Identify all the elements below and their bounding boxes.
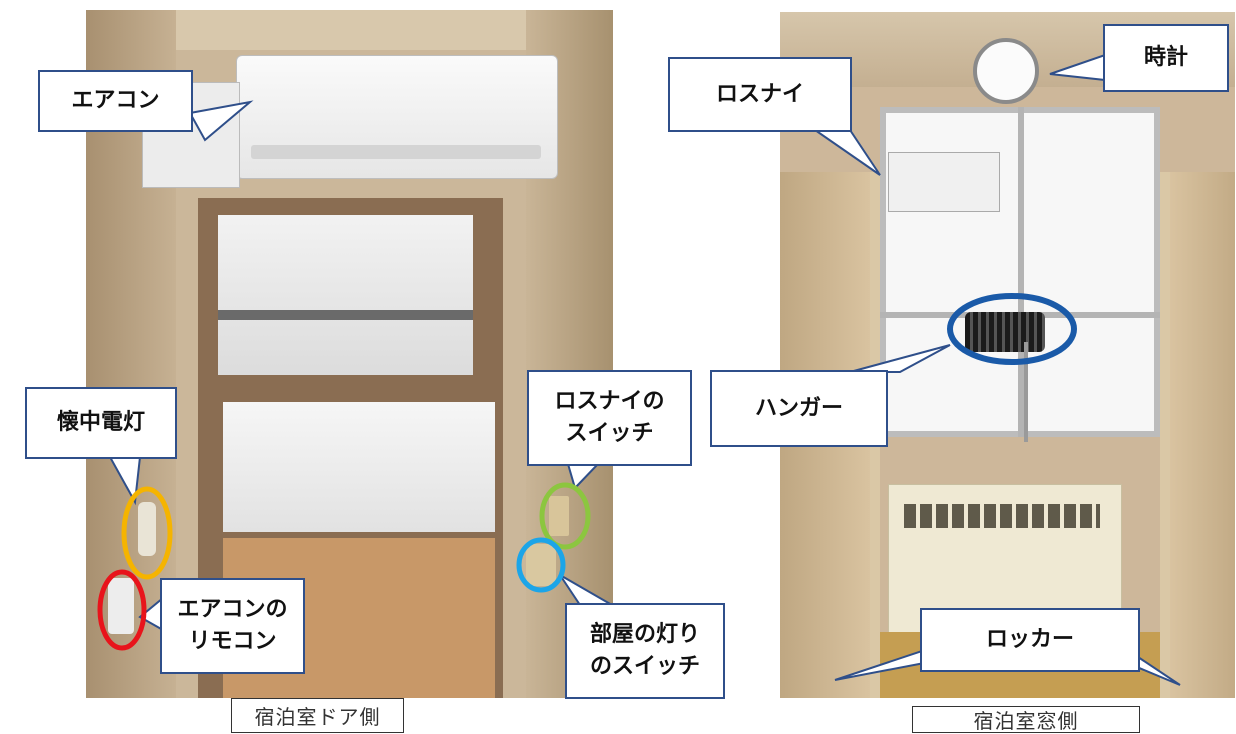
light-switch-marker <box>516 537 566 593</box>
losnay-switch-label-line2: スイッチ <box>565 421 654 446</box>
aircon-callout: エアコン <box>38 70 193 132</box>
window-side-caption: 宿泊室窓側 <box>912 706 1140 733</box>
losnay-switch-label-line1: ロスナイの <box>554 389 665 415</box>
upper-window <box>218 215 473 375</box>
aircon-label: エアコン <box>71 88 160 114</box>
hanger-label: ハンガー <box>754 395 843 421</box>
light-switch-callout-tail <box>559 574 616 606</box>
flashlight-marker <box>121 486 173 580</box>
remote-label-line1: エアコンの <box>177 597 288 623</box>
light-switch-label-line1: 部屋の灯り <box>589 622 700 648</box>
hanger-callout-tail <box>849 344 951 373</box>
window-bar <box>218 310 473 320</box>
hanger-bundle <box>965 312 1045 352</box>
light-switch-callout: 部屋の灯り のスイッチ <box>565 603 725 699</box>
flashlight-callout: 懐中電灯 <box>25 387 177 459</box>
flashlight-device <box>138 502 156 556</box>
hanger-marker <box>947 293 1077 365</box>
remote-marker <box>97 569 147 651</box>
right-bunk <box>1160 172 1235 698</box>
remote-label-line2: リモコン <box>188 629 277 654</box>
losnay-switch-callout: ロスナイの スイッチ <box>527 370 692 466</box>
flashlight-label: 懐中電灯 <box>56 410 145 436</box>
clock-object <box>973 38 1039 104</box>
locker-callout: ロッカー <box>920 608 1140 672</box>
remote-device <box>108 578 134 634</box>
heater-grille <box>904 504 1100 528</box>
door-side-photo <box>86 10 613 698</box>
light-switch-device <box>526 544 556 586</box>
door-side-caption: 宿泊室ドア側 <box>231 698 404 733</box>
losnay-unit <box>888 152 1000 212</box>
remote-callout: エアコンの リモコン <box>160 578 305 674</box>
hanger-callout: ハンガー <box>710 370 888 447</box>
losnay-switch-marker <box>539 482 591 550</box>
clock-label: 時計 <box>1143 45 1188 71</box>
locker-label: ロッカー <box>985 627 1074 653</box>
clock-callout: 時計 <box>1103 24 1229 92</box>
losnay-switch-device <box>549 496 569 536</box>
losnay-callout: ロスナイ <box>668 57 852 132</box>
losnay-label: ロスナイ <box>715 81 804 107</box>
clock-callout-tail <box>1049 53 1106 82</box>
aircon-callout-tail <box>188 100 254 142</box>
window-mullion <box>1018 107 1024 437</box>
lower-window <box>223 402 495 532</box>
losnay-callout-tail <box>811 129 881 176</box>
hanger-pole <box>1024 342 1028 442</box>
aircon-vent <box>251 145 541 159</box>
light-switch-label-line2: のスイッチ <box>589 654 700 679</box>
